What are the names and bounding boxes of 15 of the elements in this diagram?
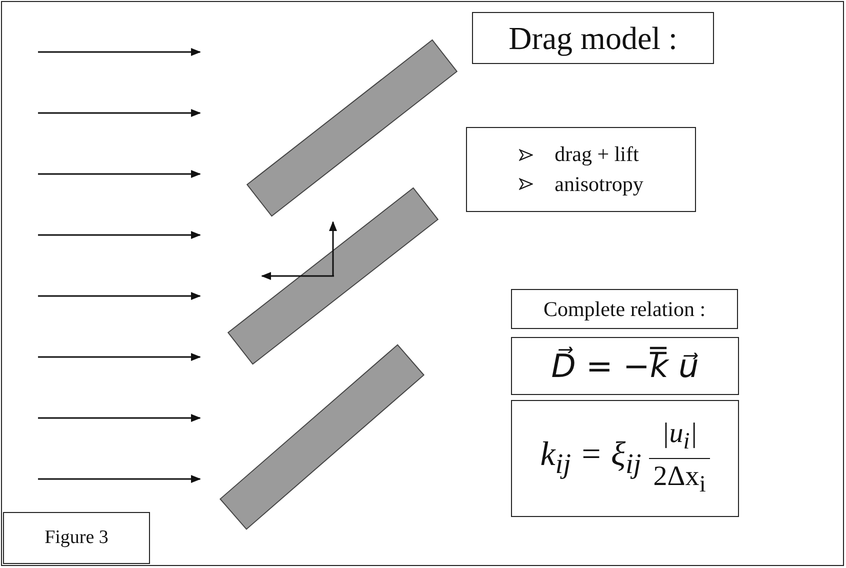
- label-text: Complete relation :: [543, 296, 706, 322]
- label-text: Figure 3: [44, 527, 108, 549]
- label-box: [511, 289, 738, 329]
- caption-box: [3, 512, 150, 564]
- formula-text: k$_{ij}$ = ξ$_{ij}$: [540, 436, 642, 481]
- formula-text: D⃗ = −k̿ u⃗: [551, 347, 699, 385]
- list-item: drag + lift: [554, 141, 639, 168]
- bullet-list-box: [466, 127, 696, 212]
- formula-box: [511, 337, 739, 395]
- numerator-text: |u$_{i}$|: [660, 418, 698, 457]
- formula-box: [511, 400, 739, 517]
- label-text: Drag model :: [508, 20, 678, 56]
- list-item: anisotropy: [554, 170, 644, 198]
- heading-box: [472, 12, 714, 64]
- denominator-text: 2Δx$_{i}$: [649, 458, 710, 499]
